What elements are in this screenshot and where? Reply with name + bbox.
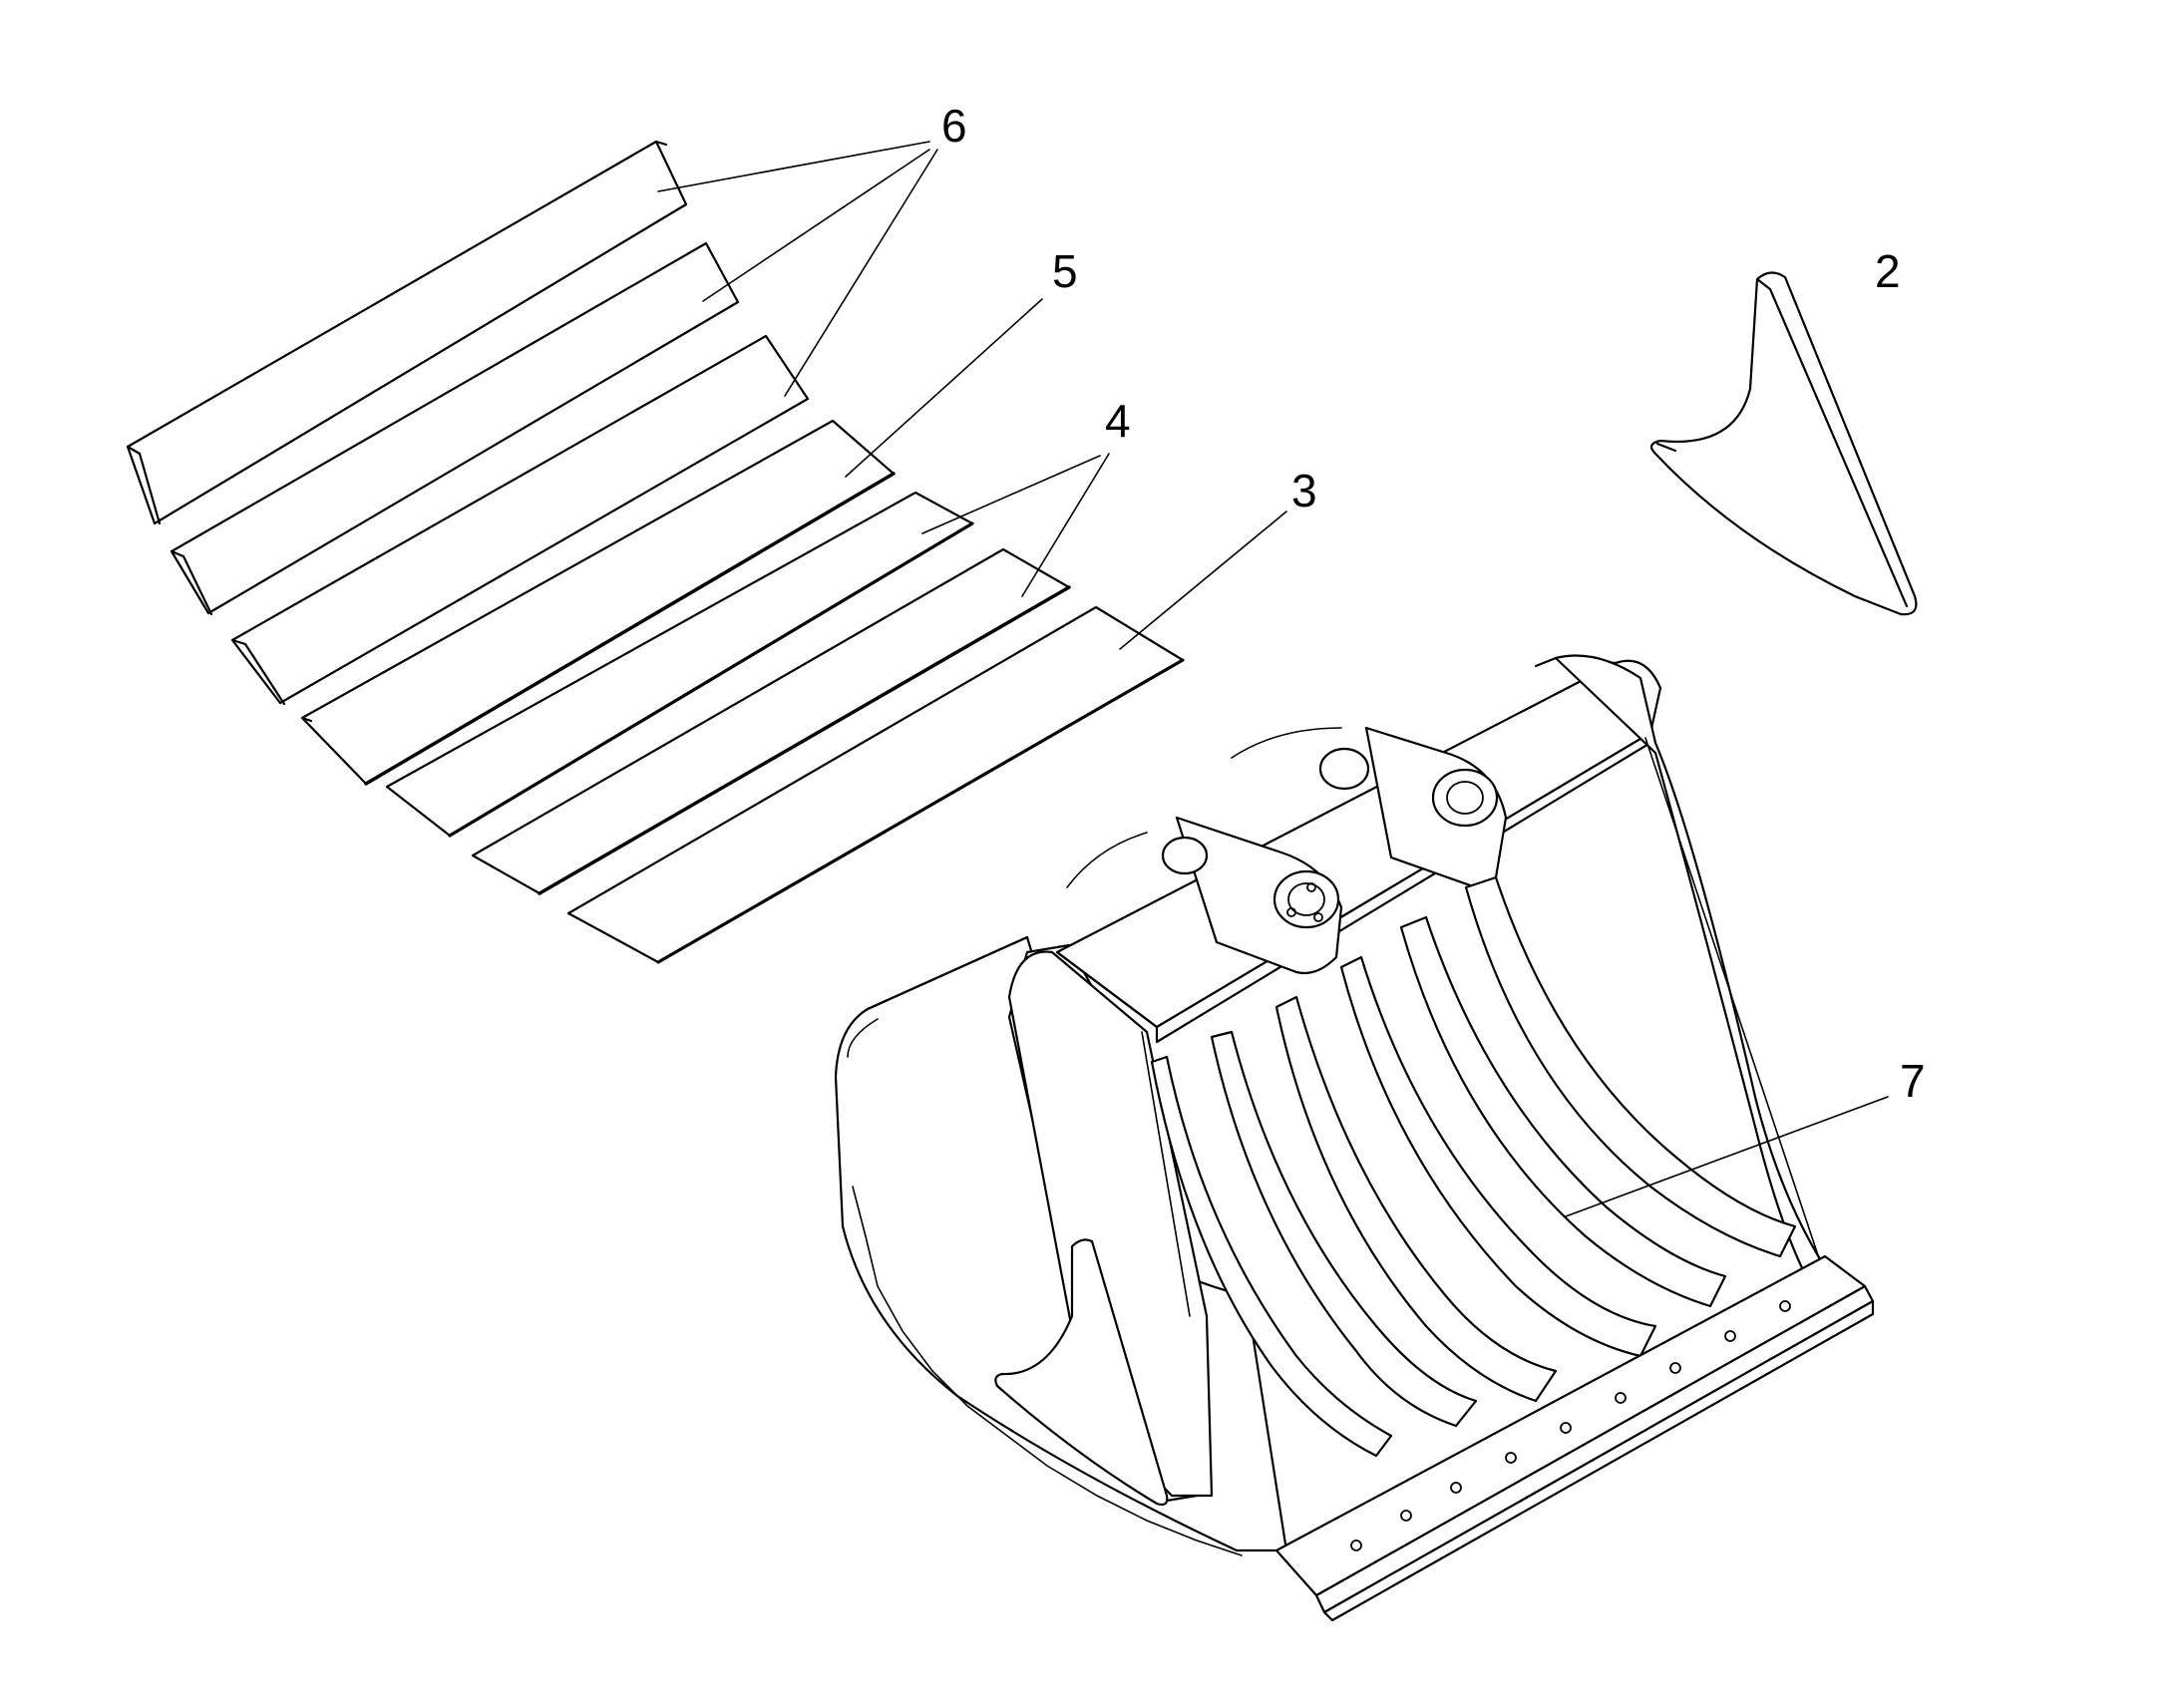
wear-strip-6c: [230, 334, 810, 706]
leader-4b: [1021, 453, 1110, 597]
gusset-plate-2: [1649, 271, 1918, 616]
wear-strip-6b: [170, 241, 740, 616]
leader-7: [1565, 1096, 1889, 1217]
wear-strip-5: [300, 419, 896, 786]
cutting-edge: [1274, 1254, 1875, 1622]
bucket-body-7: [834, 654, 1875, 1622]
callout-5: 5: [1052, 245, 1078, 297]
leader-6b: [702, 149, 930, 302]
wear-strip-6a: [126, 140, 688, 525]
leader-6a: [657, 141, 930, 192]
leader-5: [845, 298, 1043, 478]
leader-6c: [784, 149, 938, 397]
leader-3: [1119, 511, 1287, 650]
callout-7: 7: [1900, 1055, 1926, 1107]
wear-strip-3: [566, 605, 1185, 964]
callout-2: 2: [1875, 245, 1901, 297]
bucket-tines: [1150, 875, 1797, 1458]
wear-strip-4b: [471, 547, 1071, 895]
wear-strips: [126, 140, 1185, 964]
callout-4: 4: [1105, 395, 1131, 447]
leader-4a: [921, 455, 1101, 534]
callout-3: 3: [1291, 465, 1317, 516]
leader-lines: [657, 141, 1889, 1217]
wear-strip-4a: [385, 491, 974, 838]
callout-6: 6: [941, 100, 967, 152]
callout-labels: 6 5 4 3 2 7: [941, 100, 1926, 1107]
